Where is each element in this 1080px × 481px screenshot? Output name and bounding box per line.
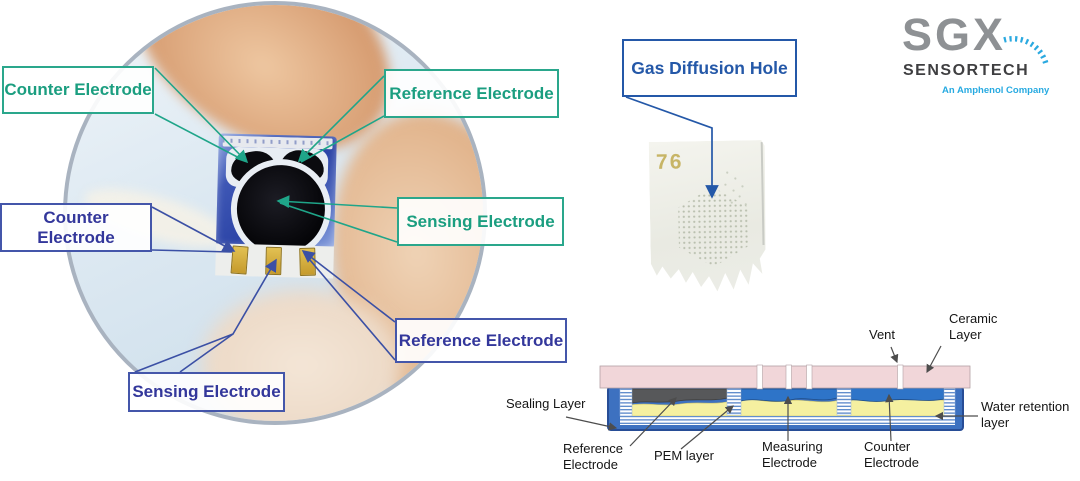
callout-counter-electrode-top: Counter Electrode xyxy=(2,66,154,114)
chip-marking: 76 xyxy=(655,150,684,174)
sealing-layer-body xyxy=(607,386,964,431)
label-pem-layer: PEM layer xyxy=(654,448,714,463)
logo-brand-text: SGX xyxy=(902,9,1007,60)
callout-sensing-electrode-pin: Sensing Electrode xyxy=(128,372,285,412)
label-vent: Vent xyxy=(869,327,896,342)
label-measuring-electrode: Measuring Electrode xyxy=(762,439,823,471)
gas-diffusion-holes xyxy=(649,140,768,294)
vent-slots xyxy=(756,364,904,390)
sensing-pin xyxy=(265,246,282,276)
logo-name-text: SENSORTECH xyxy=(903,62,1030,79)
label-water-retention-layer: Water retention layer xyxy=(981,399,1070,431)
cross-section-diagram xyxy=(565,345,978,450)
hatch-column xyxy=(726,388,742,416)
hatch-column xyxy=(943,387,956,417)
hatch-column xyxy=(619,388,633,417)
reference-electrode-shape xyxy=(631,388,729,404)
callout-reference-electrode-pin: Reference Electrode xyxy=(395,318,567,363)
callout-sensing-electrode-right: Sensing Electrode xyxy=(397,197,564,246)
label-ceramic-layer: Ceramic Layer xyxy=(949,311,998,343)
counter-electrode-shape xyxy=(850,387,945,402)
reference-pin xyxy=(299,247,316,277)
water-retention-layer-shape xyxy=(620,416,955,425)
counter-pin xyxy=(230,245,249,275)
pem-layer-shape xyxy=(629,398,947,417)
callout-counter-electrode-pin: Counter Electrode xyxy=(0,203,152,252)
hatch-column xyxy=(836,388,852,416)
callout-gas-diffusion-hole: Gas Diffusion Hole xyxy=(622,39,797,97)
callout-reference-electrode-top: Reference Electrode xyxy=(384,69,559,118)
label-counter-electrode: Counter Electrode xyxy=(864,439,919,471)
label-reference-electrode: Reference Electrode xyxy=(563,441,623,473)
label-sealing-layer: Sealing Layer xyxy=(506,396,586,411)
measuring-electrode-shape xyxy=(740,388,838,402)
cross-section-arrows xyxy=(565,345,978,450)
logo-tagline-text: An Amphenol Company xyxy=(942,85,1050,96)
ceramic-layer-shape xyxy=(599,365,971,389)
sgx-sensortech-logo: SGX SENSORTECH An Amphenol Company xyxy=(902,8,1080,100)
sensor-chip xyxy=(215,133,339,279)
logo-swoosh-icon xyxy=(1003,36,1049,65)
gas-diffusion-chip-photo: 76 xyxy=(649,140,768,294)
